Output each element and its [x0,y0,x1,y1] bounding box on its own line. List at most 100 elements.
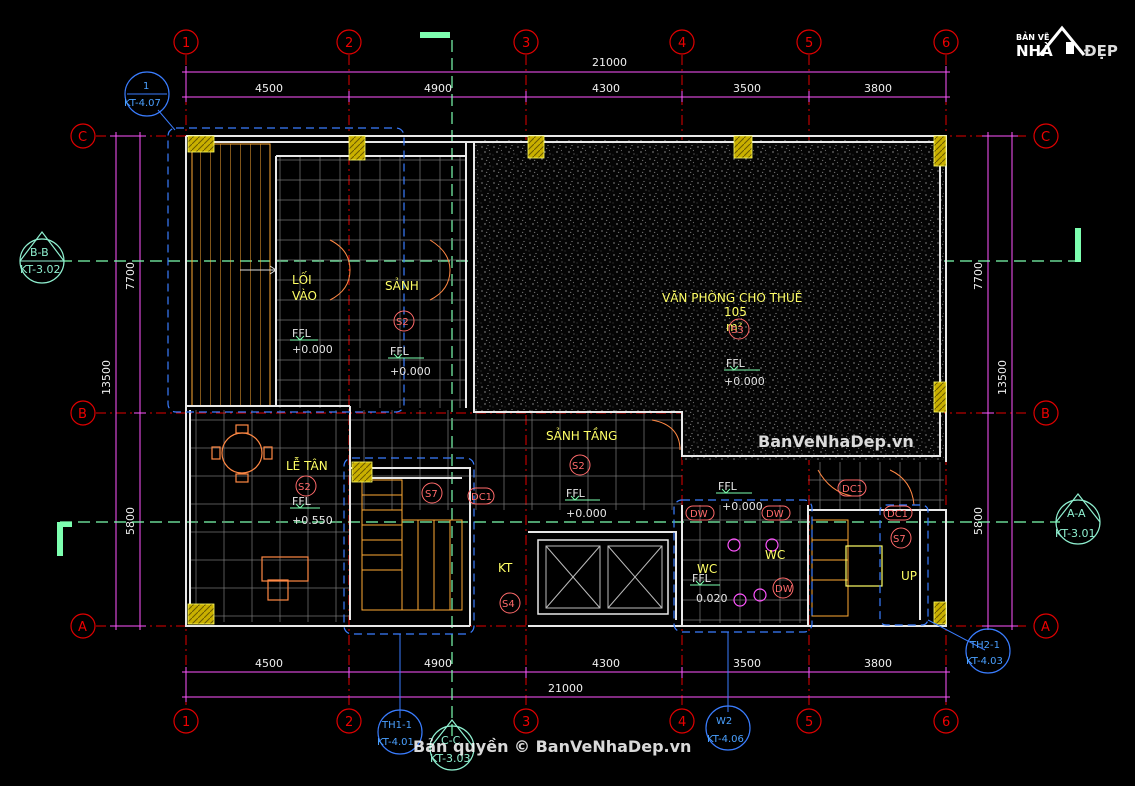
level-label-van-phong: FFL [726,357,746,370]
dim-overall-top: 21000 [592,56,627,69]
logo-top-text: BẢN VẼ [1016,31,1049,42]
room-sanh-tang: SẢNH TẦNG [546,427,617,443]
room-wc-left: WC [697,562,717,576]
dim-span-2-top: 4900 [424,82,452,95]
tag-s3-office: S3 [731,325,744,336]
room-loi-vao-line1: LỐI [292,271,312,287]
level-label-sanh: FFL [390,345,410,358]
dim-overall-bottom: 21000 [548,682,583,695]
callout-detail-1-num: 1 [143,81,149,92]
lift-shaft [537,539,669,615]
room-van-phong: VĂN PHÒNG CHO THUÊ [662,290,802,305]
grid-row-a-left: A [78,620,87,635]
grid-col-3-bottom: 3 [522,715,530,730]
level-van-phong: +0.000 [724,375,765,388]
tag-dc1-rear: DC1 [887,509,908,520]
logo-nha: NHÀ [1016,41,1053,60]
room-sanh: SẢNH [385,277,419,293]
dim-span-4-top: 3500 [733,82,761,95]
callout-aa-ref: KT-3.01 [1055,527,1096,540]
brand-logo [1038,25,1086,56]
dim-span-1-top: 4500 [255,82,283,95]
tag-s7-rear: S7 [893,534,906,545]
dim-span-2-bottom: 4900 [424,657,452,670]
reception-floor-tiles [190,410,350,622]
room-kt: KT [498,561,513,575]
callout-aa-num: A-A [1067,507,1086,520]
rear-floor-tiles [808,462,944,510]
detail-outlines [167,127,929,635]
callout-w2-ref: KT-4.06 [707,734,744,745]
grid-col-6-bottom: 6 [942,715,950,730]
level-loi-vao: +0.000 [292,343,333,356]
tag-dw-left: DW [690,509,708,520]
dim-right-lower: 5800 [972,507,985,535]
grid-col-6-top: 6 [942,36,950,51]
grid-row-c-left: C [78,130,87,145]
entrance-floor-tiles [276,156,466,408]
dim-span-4-bottom: 3500 [733,657,761,670]
room-van-phong-area: 105 [724,305,747,319]
grid-col-4-top: 4 [678,36,686,51]
grid-row-a-right: A [1041,620,1050,635]
dim-span-3-bottom: 4300 [592,657,620,670]
level-wc-upper: +0.000 [722,500,763,513]
dim-span-1-bottom: 4500 [255,657,283,670]
dim-left-lower: 5800 [124,507,137,535]
tag-s2-sanh: S2 [396,317,409,328]
tag-dw-wc: DW [775,584,793,595]
level-le-tan: +0.550 [292,514,333,527]
dim-right-total: 13500 [996,360,1009,395]
dim-span-3-top: 4300 [592,82,620,95]
callout-circles [124,71,1011,755]
tag-s2-reception: S2 [298,482,311,493]
level-label-sanh-tang: FFL [566,487,586,500]
dimension-lines [115,71,1013,698]
callout-bb-ref: KT-3.02 [20,263,61,276]
grid-col-5-top: 5 [805,36,813,51]
tag-s7-stair: S7 [425,489,438,500]
callout-th1-ref: KT-4.01 [377,737,414,748]
grid-col-4-bottom: 4 [678,715,686,730]
detail-leaders [157,109,986,718]
callout-th1-num: TH1-1 [381,720,412,731]
tag-s2-lobby: S2 [572,461,585,472]
room-loi-vao-line2: VÀO [292,288,317,303]
office-floor [474,140,944,412]
entry-arrow [240,265,277,275]
dim-span-5-top: 3800 [864,82,892,95]
grid-col-1-top: 1 [182,36,190,51]
room-wc-right: WC [765,548,785,562]
grid-row-b-right: B [1041,407,1050,422]
lift-cars [545,545,663,609]
callout-cc-num: C-C [441,734,461,747]
level-label-wc: FFL [692,572,712,585]
section-markers [57,32,1081,556]
level-markers [290,335,760,586]
tag-s4: S4 [502,599,515,610]
level-label-le-tan: FFL [292,495,312,508]
room-tag-circles [295,310,913,614]
wc-fixtures [727,538,779,607]
room-up: UP [901,569,917,583]
level-sanh-tang: +0.000 [566,507,607,520]
doors [329,239,915,506]
grid-col-2-bottom: 2 [345,715,353,730]
logo-dep: ĐẸP [1084,42,1118,60]
reception-desk [261,556,309,601]
level-label-loi-vao: FFL [292,327,312,340]
back-stair [361,479,849,617]
level-wc: 0.020 [696,592,728,605]
grid-bubbles [70,29,1059,734]
grid-col-2-top: 2 [345,36,353,51]
grid-col-1-bottom: 1 [182,715,190,730]
stair-front [191,143,271,407]
tag-dc1-right: DC1 [842,484,863,495]
structural-columns [187,135,947,625]
grid-col-3-top: 3 [522,36,530,51]
callout-cc-ref: KT-3.03 [430,752,471,765]
level-sanh: +0.000 [390,365,431,378]
dim-left-upper: 7700 [124,262,137,290]
reception-table [211,424,273,483]
dimension-ticks [110,66,1018,702]
